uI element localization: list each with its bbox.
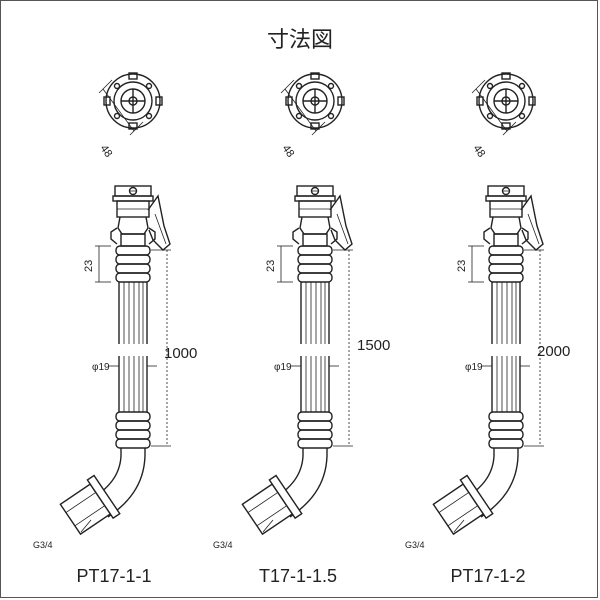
thread-label-1: G3/4: [33, 540, 53, 550]
diameter-label-3: φ19: [465, 362, 483, 373]
unit-3: [429, 72, 545, 539]
head-dim-label-1: 48: [98, 143, 115, 160]
model-label-1: PT17-1-1: [76, 566, 151, 586]
joint-dim-label-2: 23: [265, 260, 277, 272]
diameter-label-1: φ19: [92, 362, 110, 373]
thread-label-2: G3/4: [213, 540, 233, 550]
page-title: 寸法図: [266, 28, 333, 53]
length-label-1: 1000: [164, 345, 197, 362]
unit-1: [56, 72, 172, 539]
diameter-label-2: φ19: [274, 362, 292, 373]
unit-2: [238, 72, 354, 539]
head-dim-label-3: 48: [471, 143, 488, 160]
head-dim-label-2: 48: [280, 143, 297, 160]
model-label-2: T17-1-1.5: [259, 566, 337, 586]
length-label-2: 1500: [357, 337, 390, 354]
joint-dim-label-1: 23: [83, 260, 95, 272]
length-label-3: 2000: [537, 343, 570, 360]
joint-dim-label-3: 23: [456, 260, 468, 272]
thread-label-3: G3/4: [405, 540, 425, 550]
model-label-3: PT17-1-2: [450, 566, 525, 586]
